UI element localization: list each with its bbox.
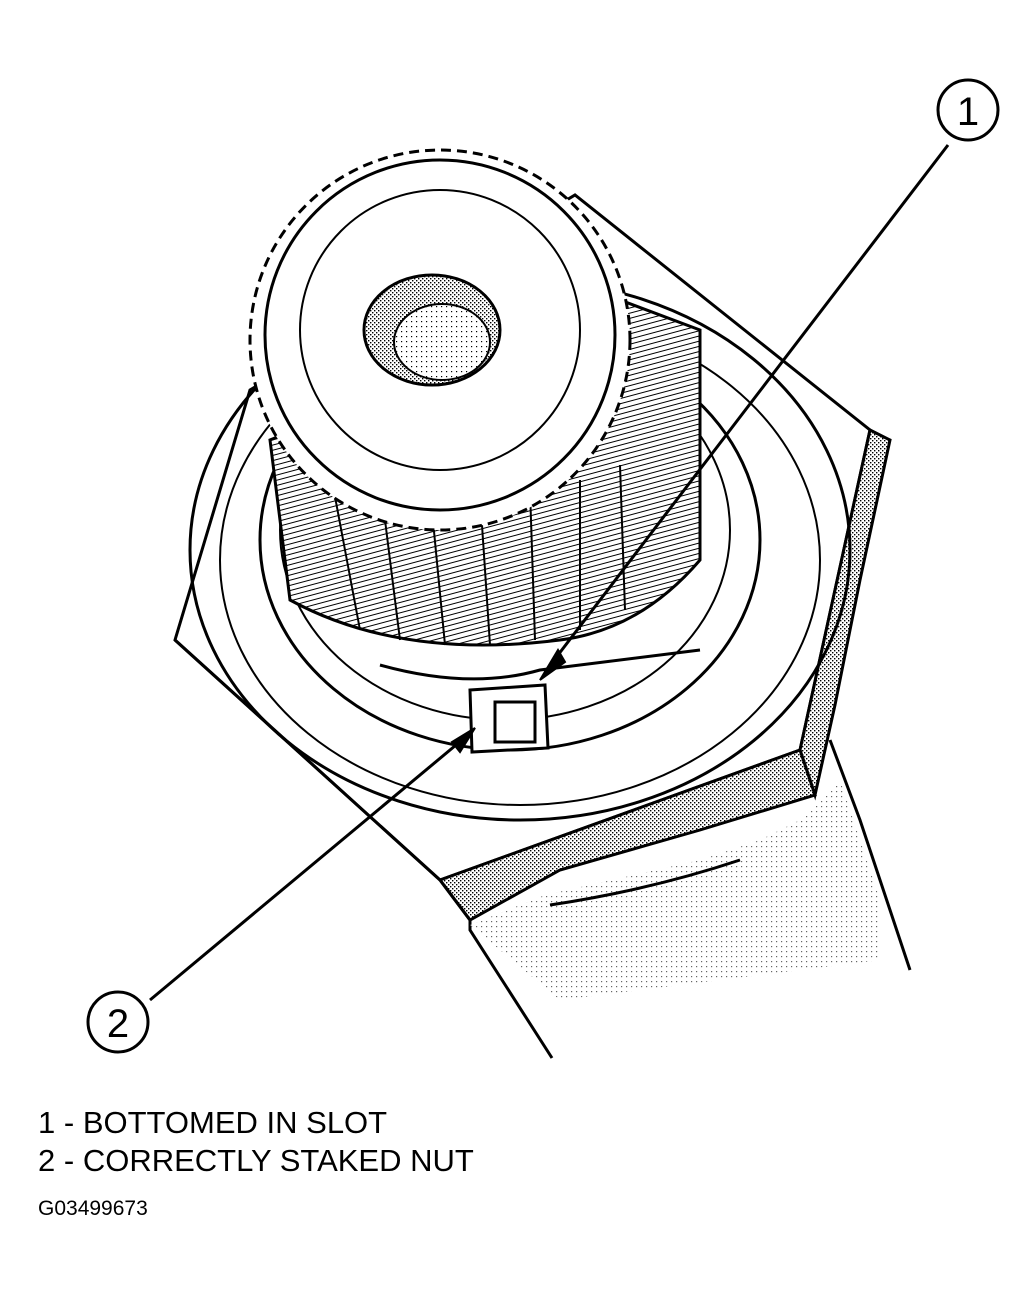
callout-1: 1 <box>539 78 1000 681</box>
callout-2: 2 <box>86 727 476 1054</box>
legend-text: BOTTOMED IN SLOT <box>82 1105 388 1140</box>
stake-slot <box>379 648 701 754</box>
shaft <box>468 739 912 1059</box>
legend: 1 - BOTTOMED IN SLOT 2 - CORRECTLY STAKE… <box>38 1104 474 1180</box>
legend-separator: - <box>55 1143 83 1178</box>
legend-text: CORRECTLY STAKED NUT <box>82 1143 474 1178</box>
legend-item: 1 - BOTTOMED IN SLOT <box>38 1104 474 1142</box>
legend-separator: - <box>55 1105 83 1140</box>
figure-id: G03499673 <box>38 1197 148 1220</box>
spline-tip <box>248 148 632 532</box>
staked-nut-illustration: 1 2 <box>86 78 1000 1059</box>
callout-2-number: 2 <box>107 1002 129 1046</box>
legend-number: 1 <box>38 1105 56 1140</box>
legend-number: 2 <box>38 1143 56 1178</box>
legend-item: 2 - CORRECTLY STAKED NUT <box>38 1142 474 1180</box>
callout-1-number: 1 <box>957 90 979 134</box>
